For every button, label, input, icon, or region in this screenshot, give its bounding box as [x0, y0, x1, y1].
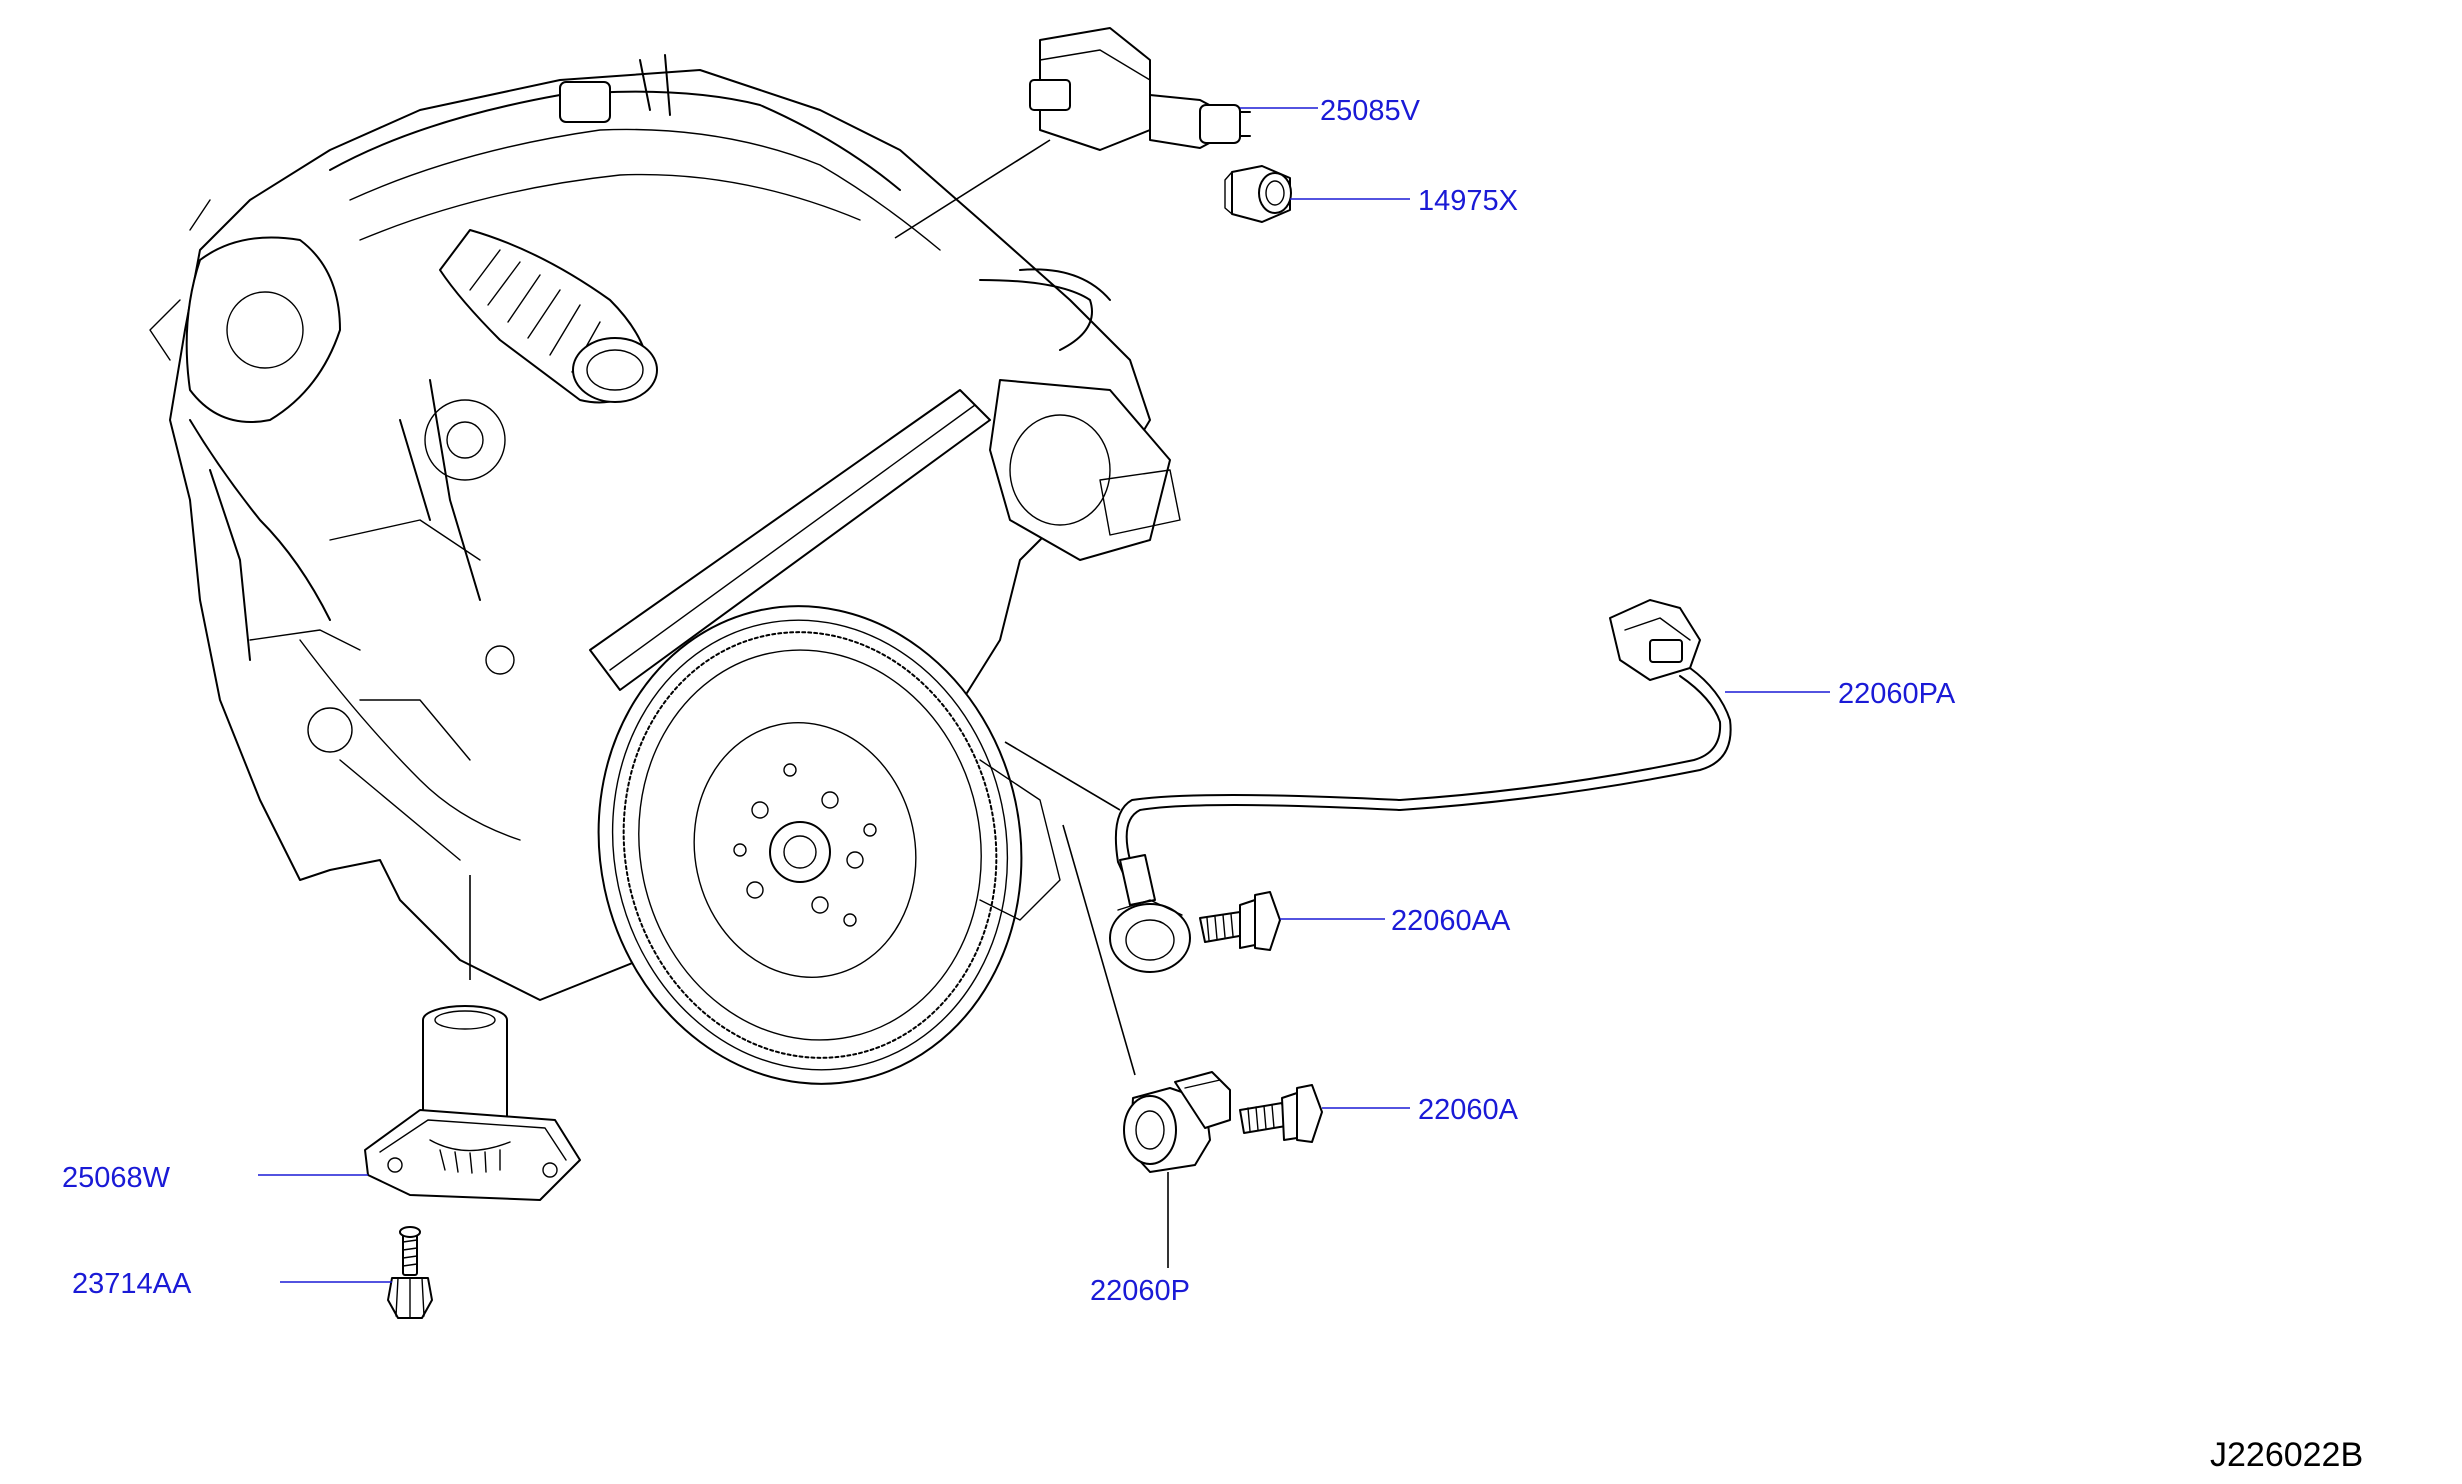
label-23714AA: 23714AA — [72, 1268, 192, 1300]
sensor-25085V-illustration — [1029, 27, 1251, 151]
bolt-22060A-illustration — [1239, 1084, 1323, 1143]
flywheel-illustration — [597, 605, 1061, 1085]
part-labels: 25085V 14975X 22060PA 22060AA 22060A 220… — [62, 95, 1956, 1307]
bolt-23714AA-illustration — [387, 1226, 433, 1319]
label-14975X: 14975X — [1418, 185, 1518, 217]
knock-sensor-22060PA-illustration — [1109, 599, 1732, 973]
leader-lines — [258, 107, 1830, 1283]
sensor-25068W-illustration — [364, 1005, 581, 1201]
sensor-22060P-illustration — [1123, 1071, 1231, 1173]
leader-25085V-to-engine — [894, 139, 1051, 239]
label-22060AA: 22060AA — [1391, 905, 1511, 937]
drawing-code: J226022B — [2210, 1436, 2363, 1474]
bolt-22060AA-illustration — [1199, 891, 1281, 951]
leader-22060P-to-engine — [1062, 824, 1136, 1076]
bolt-14975X-illustration — [1224, 165, 1292, 223]
label-25068W: 25068W — [62, 1162, 171, 1194]
label-22060P: 22060P — [1090, 1275, 1190, 1307]
label-25085V: 25085V — [1320, 95, 1421, 127]
leader-22060PA-to-engine — [1004, 741, 1121, 811]
label-22060PA: 22060PA — [1838, 678, 1956, 710]
label-22060A: 22060A — [1418, 1094, 1519, 1126]
engine-assembly-illustration — [149, 54, 1181, 1001]
